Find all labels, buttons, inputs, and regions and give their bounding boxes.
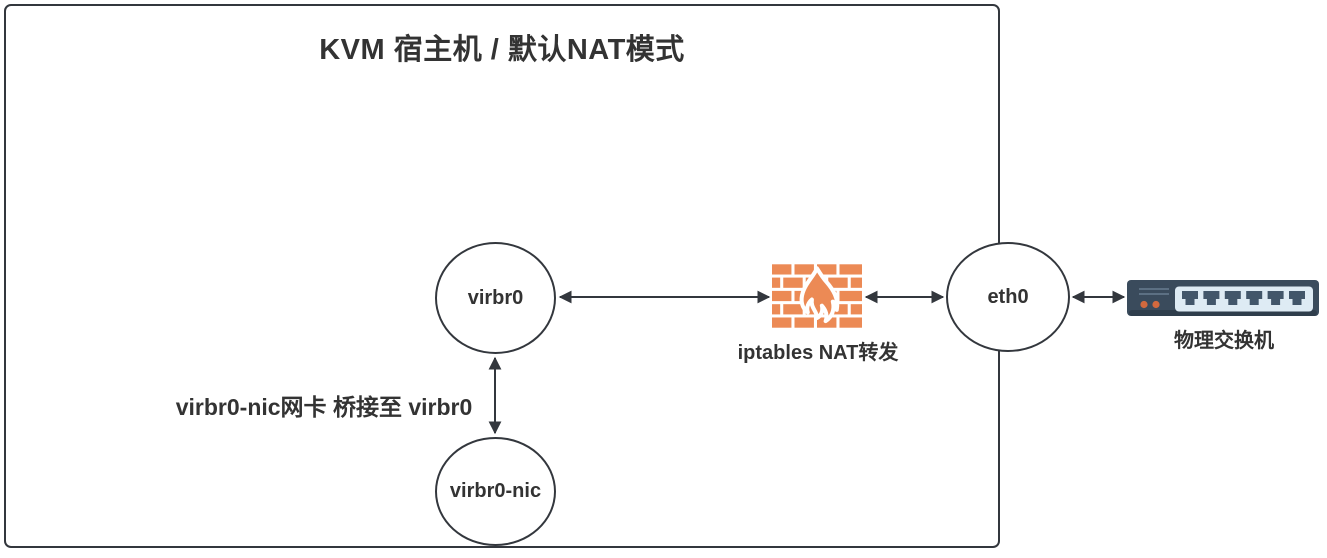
diagram-title: KVM 宿主机 / 默认NAT模式 [319, 34, 685, 66]
switch-led-icon [1152, 300, 1160, 309]
node-virbr0: virbr0 [435, 242, 556, 354]
node-eth0-label: eth0 [987, 285, 1029, 308]
firewall-icon [772, 264, 862, 333]
flame-icon [799, 266, 840, 324]
node-virbr0-label: virbr0 [467, 286, 524, 309]
switch-ports [1182, 291, 1305, 305]
bridge-annotation: virbr0-nic网卡 桥接至 virbr0 [175, 394, 473, 420]
switch-led-icon [1140, 300, 1148, 309]
node-virbr0-nic-label: virbr0-nic [449, 480, 542, 502]
network-switch-icon [1127, 280, 1319, 323]
node-eth0: eth0 [946, 242, 1070, 352]
switch-label: 物理交换机 [1174, 330, 1274, 352]
firewall-label: iptables NAT转发 [737, 342, 899, 364]
node-virbr0-nic: virbr0-nic [435, 437, 556, 546]
